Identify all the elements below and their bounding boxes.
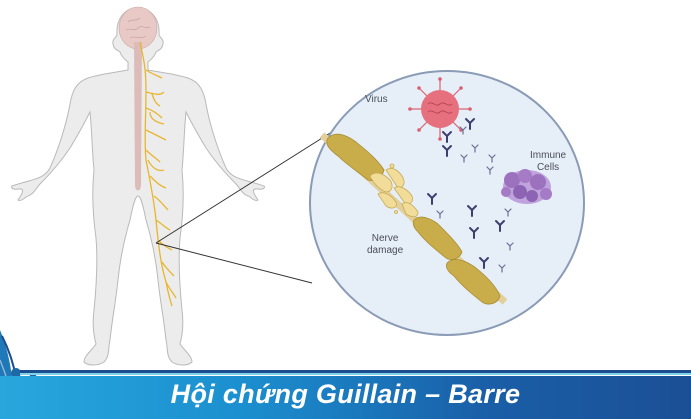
zoom-lines	[155, 127, 339, 284]
spinal-cord	[134, 42, 142, 191]
virus-label: Virus	[365, 94, 388, 105]
human-body-figure	[11, 6, 265, 366]
title-banner	[0, 376, 691, 419]
myelin-sheath	[326, 133, 501, 305]
immune-cells-label-line2: Cells	[536, 162, 560, 173]
banner-accent-line	[20, 373, 691, 375]
immune-cells-label: Immune Cells	[530, 150, 566, 174]
banner-top-line	[20, 370, 691, 373]
damaged-myelin	[369, 163, 419, 218]
small-antibodies	[436, 126, 514, 273]
magnified-view	[309, 70, 585, 336]
banner-title: Hội chứng Guillain – Barre	[170, 379, 521, 409]
immune-cells-cluster	[501, 169, 552, 204]
immune-cells-label-line1: Immune	[530, 150, 567, 161]
nerve-damage-label-line1: Nerve	[371, 233, 399, 244]
antibodies	[427, 118, 505, 269]
virus-particle	[408, 77, 472, 141]
nerve-damage-label-line2: damage	[367, 245, 404, 256]
peripheral-nerves	[139, 41, 177, 307]
nerve-damage-label: Nerve damage	[367, 233, 403, 257]
